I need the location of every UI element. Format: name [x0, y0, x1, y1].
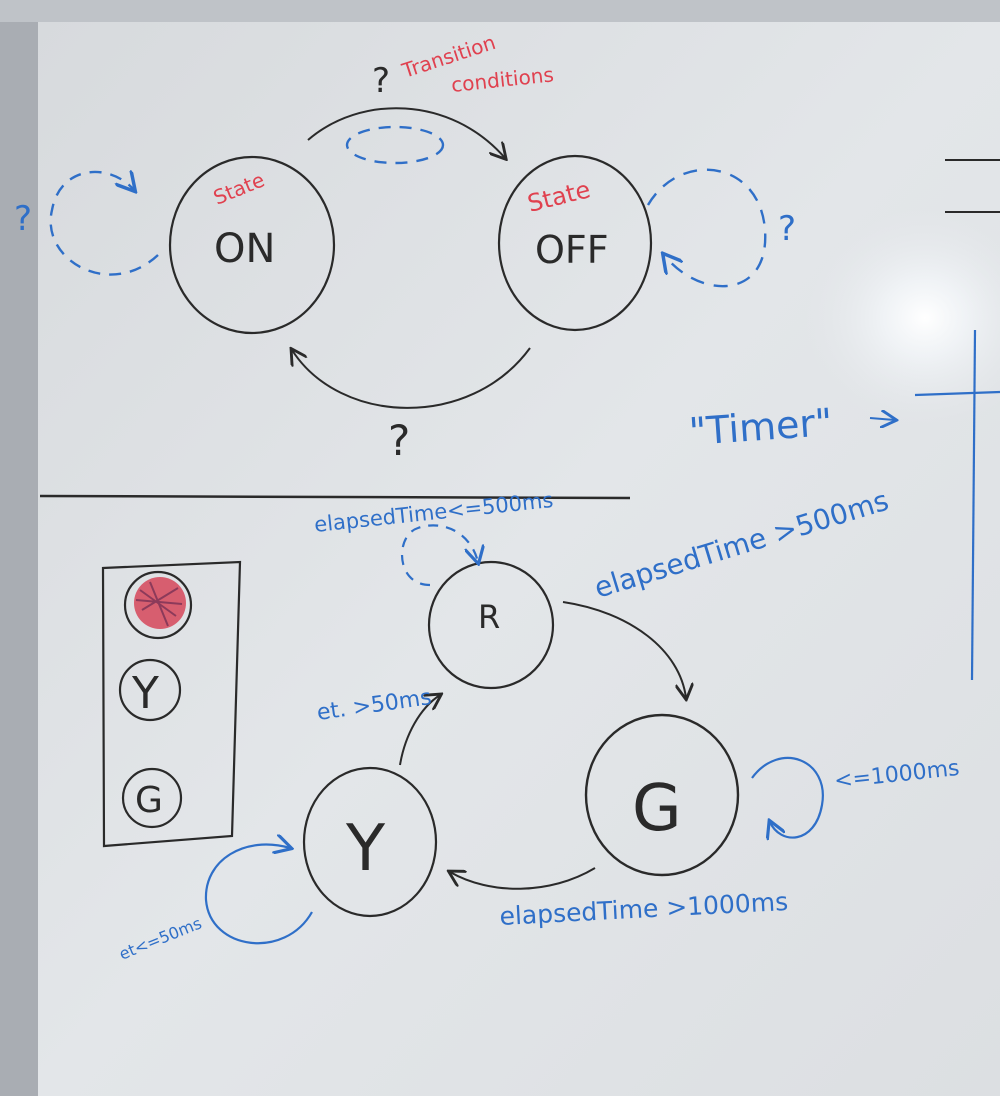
state-g-node: G [584, 713, 740, 877]
traffic-light-red-scribble [135, 581, 183, 627]
traffic-light-green-label: G [135, 780, 163, 821]
traffic-light-yellow-label: Y [131, 668, 159, 719]
traffic-light-box: Y G [101, 560, 242, 848]
on-to-off-arrow [307, 107, 505, 158]
g-self-loop [751, 756, 824, 838]
state-y-label: Y [345, 812, 386, 886]
off-self-loop [646, 168, 767, 288]
whiteboard-surface [38, 22, 1000, 1096]
section-divider [39, 494, 631, 500]
r-to-g-arrow [562, 601, 686, 698]
state-off-label: OFF [535, 228, 609, 272]
on-self-loop [49, 172, 159, 276]
transition-question-mark: ? [372, 61, 390, 101]
off-to-on-arrow [292, 348, 531, 409]
traffic-light-green [121, 767, 183, 829]
on-self-loop-question-mark: ? [14, 199, 32, 239]
state-r-label: R [478, 598, 500, 636]
r-self-loop [400, 524, 478, 587]
g-to-y-arrow [450, 867, 596, 890]
y-self-loop [204, 845, 313, 945]
off-to-on-question-mark: ? [388, 416, 410, 465]
y-to-r-arrow [399, 695, 440, 766]
state-y-node: Y [302, 766, 438, 918]
transition-placeholder-loop [345, 125, 445, 165]
board-left-frame [0, 22, 38, 1096]
timer-table-horizontal [914, 390, 1000, 397]
traffic-light-yellow [118, 658, 182, 722]
off-self-loop-question-mark: ? [778, 209, 796, 249]
traffic-light-red [123, 570, 193, 640]
board-top-frame [0, 0, 1000, 22]
timer-table-vertical [970, 329, 977, 681]
state-on-label: ON [214, 226, 275, 272]
state-g-label: G [632, 772, 682, 846]
light-glare [805, 208, 1000, 428]
state-r-node: R [427, 560, 555, 690]
timer-note-arrow [869, 418, 895, 420]
timer-note: "Timer" [688, 400, 834, 454]
